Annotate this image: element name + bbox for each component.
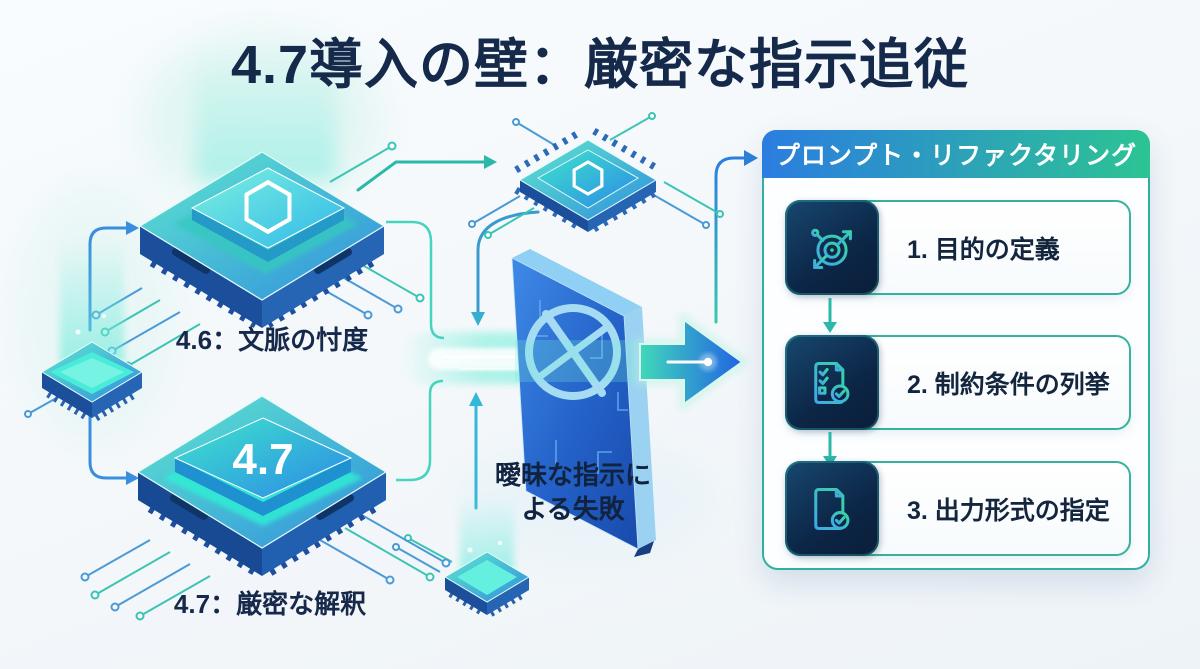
step-2-label: 2. 制約条件の列挙 bbox=[907, 370, 1110, 399]
step-card-2: 2. 制約条件の列挙 bbox=[785, 335, 1131, 430]
prompt-refactoring-panel: プロンプト・リファクタリング bbox=[762, 130, 1150, 570]
small-retry-chip bbox=[444, 551, 530, 617]
chip-46-label: 4.6：文脈の忖度 bbox=[175, 325, 369, 355]
step-1-label: 1. 目的の定義 bbox=[907, 235, 1060, 264]
target-goal-icon bbox=[810, 228, 854, 272]
step-card-3: 3. 出力形式の指定 bbox=[785, 461, 1131, 556]
failure-caption-line2: よる失敗 bbox=[521, 494, 625, 525]
barrier-wall bbox=[511, 249, 656, 557]
chip-47-label: 4.7：厳密な解釈 bbox=[173, 589, 367, 619]
step-card-1: 1. 目的の定義 bbox=[785, 200, 1131, 295]
step-3-label: 3. 出力形式の指定 bbox=[907, 496, 1110, 525]
step-arrow-down-icon bbox=[823, 298, 837, 333]
panel-header: プロンプト・リファクタリング bbox=[762, 130, 1150, 178]
step-1-icon-tile bbox=[785, 200, 879, 295]
flow-arrows bbox=[88, 150, 758, 510]
page-title: 4.7導入の壁：厳密な指示追従 bbox=[230, 35, 970, 95]
chip-47-badge: 4.7 bbox=[232, 435, 293, 484]
chip-47: 4.7 bbox=[136, 395, 388, 576]
small-input-chip bbox=[41, 341, 143, 422]
chip-46 bbox=[138, 151, 386, 328]
sparkles bbox=[75, 314, 502, 553]
chip-top bbox=[514, 127, 662, 233]
document-check-icon bbox=[814, 487, 850, 530]
blocked-sign-icon bbox=[525, 304, 621, 400]
breakthrough-arrow bbox=[635, 311, 750, 413]
failure-caption-line1: 曖昧な指示に bbox=[494, 460, 651, 490]
checklist-icon bbox=[814, 361, 850, 404]
step-3-icon-tile bbox=[785, 461, 879, 556]
failure-caption: 曖昧な指示に よる失敗 bbox=[440, 458, 706, 527]
step-2-icon-tile bbox=[785, 335, 879, 430]
